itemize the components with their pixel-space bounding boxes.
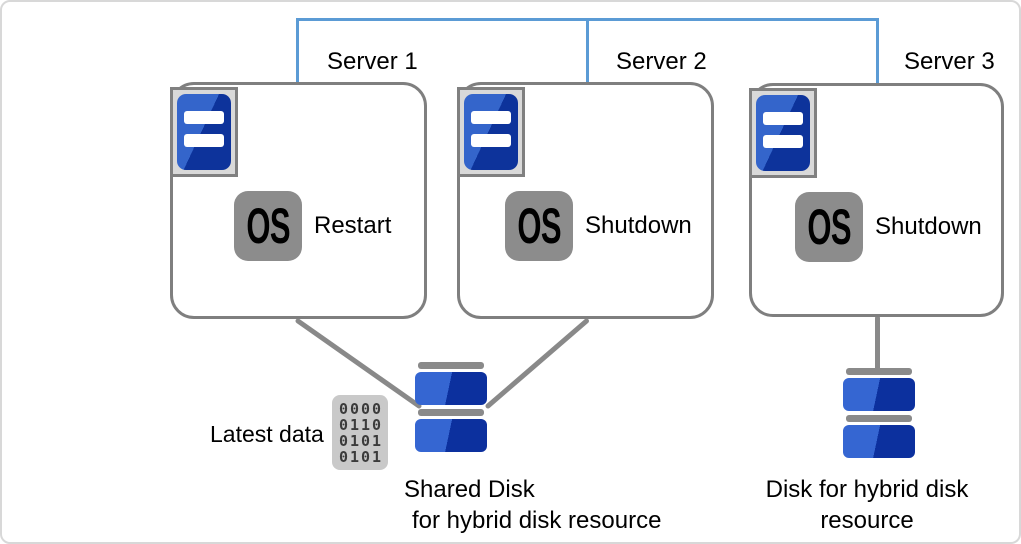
server-icon-slot	[471, 111, 511, 124]
server-icon	[756, 95, 810, 171]
disk-platter	[415, 419, 487, 452]
disk-platter	[843, 425, 915, 458]
server-icon-slot	[184, 111, 224, 124]
disk-cap	[846, 415, 912, 422]
disk-platter	[415, 372, 487, 405]
server-icon-slot	[763, 135, 803, 148]
binary-row: 0000	[338, 399, 384, 418]
server3-box: OS Shutdown	[749, 83, 1004, 317]
disk-cap	[846, 368, 912, 375]
shared-disk-label-line1: Shared Disk	[404, 476, 535, 503]
server1-drop-line	[296, 18, 299, 84]
latest-data-label: Latest data	[210, 421, 324, 447]
os-icon-label: OS	[246, 198, 290, 254]
server-icon	[464, 94, 518, 170]
server1-rack-icon	[170, 87, 238, 177]
server-icon-slot	[184, 134, 224, 147]
binary-row: 0101	[338, 431, 384, 450]
server1-box: OS Restart	[170, 82, 427, 319]
binary-data-icon: 0000 0110 0101 0101	[332, 395, 388, 470]
hybrid-disk-label-line2: resource	[820, 507, 914, 534]
server1-os-row: OS Restart	[234, 191, 391, 261]
server2-to-shared-disk-line	[485, 318, 589, 409]
server1-label: Server 1	[327, 48, 418, 75]
disk-cap	[418, 409, 484, 416]
os-icon: OS	[795, 192, 863, 262]
server3-drop-line	[876, 18, 879, 84]
server3-os-status: Shutdown	[875, 213, 982, 240]
server1-to-shared-disk-line	[295, 318, 422, 409]
server3-rack-icon	[749, 88, 817, 178]
hybrid-disk-icon	[843, 368, 915, 462]
server2-os-status: Shutdown	[585, 212, 692, 239]
binary-row: 0101	[338, 447, 384, 466]
server3-os-row: OS Shutdown	[795, 192, 982, 262]
server2-drop-line	[586, 18, 589, 84]
server2-box: OS Shutdown	[457, 82, 714, 319]
os-icon-label: OS	[517, 198, 561, 254]
os-icon: OS	[234, 191, 302, 261]
disk-cap	[418, 362, 484, 369]
server-icon	[177, 94, 231, 170]
os-icon-label: OS	[807, 199, 851, 255]
server2-os-row: OS Shutdown	[505, 191, 692, 261]
server-icon-slot	[471, 134, 511, 147]
server-icon-slot	[763, 112, 803, 125]
server2-label: Server 2	[616, 48, 707, 75]
hybrid-disk-label-line1: Disk for hybrid disk	[765, 476, 969, 503]
shared-disk-icon	[415, 362, 487, 456]
server2-rack-icon	[457, 87, 525, 177]
shared-disk-label-line2: for hybrid disk resource	[412, 507, 662, 534]
server3-label: Server 3	[904, 48, 995, 75]
binary-row: 0110	[338, 415, 384, 434]
hybrid-disk-label: Disk for hybrid disk resource	[742, 474, 992, 536]
os-icon: OS	[505, 191, 573, 261]
server1-os-status: Restart	[314, 212, 392, 239]
disk-platter	[843, 378, 915, 411]
